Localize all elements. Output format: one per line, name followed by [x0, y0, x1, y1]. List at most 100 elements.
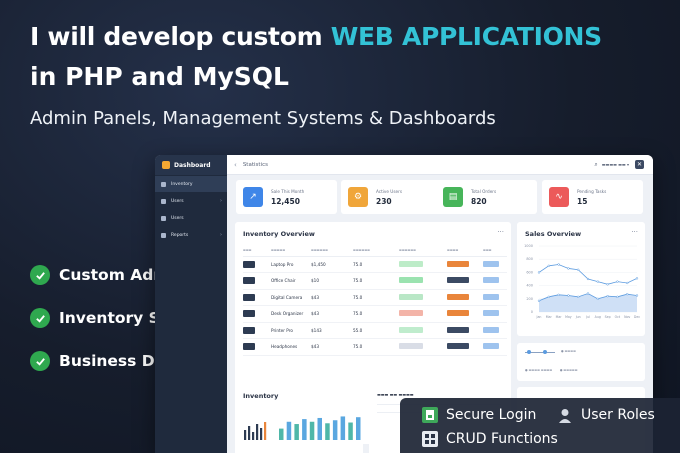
more-icon[interactable]: ··· — [631, 228, 638, 236]
inventory-table: ▬▬▬▬▬▬▬▬▬▬▬▬▬▬▬▬▬▬▬▬▬▬▬▬▬▬▬▬▬▬▬▬▬ Laptop… — [243, 244, 507, 356]
product-score: 75.0 — [353, 338, 399, 356]
bar — [340, 416, 346, 440]
data-point — [616, 280, 619, 283]
mini-bar — [252, 432, 255, 440]
legend-dot — [543, 350, 547, 354]
bar — [317, 417, 322, 440]
data-point — [557, 293, 560, 296]
x-tick-label: Jan — [536, 315, 542, 319]
sidebar-item-users[interactable]: Users › — [155, 193, 227, 209]
overlay-item-secure-login: Secure Login — [422, 407, 536, 423]
status-badge[interactable] — [399, 277, 423, 284]
bar — [356, 417, 361, 440]
product-name: Laptop Pro — [271, 256, 311, 273]
action-badge[interactable] — [447, 326, 469, 333]
avatar[interactable]: ✕ — [635, 160, 644, 169]
data-point — [547, 295, 550, 298]
x-tick-label: Nov — [624, 315, 630, 319]
detail-badge[interactable] — [483, 343, 499, 350]
y-tick-label: 800 — [526, 257, 533, 261]
sidebar-title: Dashboard — [174, 161, 211, 169]
product-price: $43 — [311, 305, 353, 323]
bar — [279, 428, 284, 440]
data-point — [537, 299, 541, 302]
sidebar-header[interactable]: Dashboard — [155, 155, 227, 175]
data-point — [606, 283, 609, 286]
product-thumbnail — [243, 310, 255, 318]
detail-badge[interactable] — [483, 260, 499, 267]
x-tick-label: May — [565, 315, 572, 319]
logo-icon — [162, 161, 170, 169]
reports-icon — [161, 232, 166, 238]
check-icon — [30, 308, 50, 328]
status-badge[interactable] — [399, 326, 423, 333]
action-badge[interactable] — [447, 293, 469, 300]
sidebar-item-users-2[interactable]: Users — [155, 210, 227, 226]
x-tick-label: Dec — [634, 315, 640, 319]
action-badge[interactable] — [447, 277, 469, 284]
x-tick-label: Mar — [556, 315, 563, 319]
overlay-item-crud: CRUD Functions — [422, 431, 558, 447]
product-thumbnail — [243, 277, 255, 285]
legend-dot — [527, 350, 531, 354]
action-badge[interactable] — [447, 260, 469, 267]
status-badge[interactable] — [399, 293, 423, 300]
product-price: $10 — [311, 272, 353, 290]
status-badge[interactable] — [399, 260, 423, 267]
more-icon[interactable]: ··· — [497, 228, 504, 236]
check-icon — [30, 265, 50, 285]
product-name: Digital Camera — [271, 289, 311, 306]
pulse-icon: ∿ — [549, 187, 569, 207]
file-lock-icon — [422, 407, 438, 423]
legend-line — [525, 352, 555, 353]
sidebar-item-inventory[interactable]: Inventory — [155, 176, 227, 192]
detail-badge[interactable] — [483, 277, 499, 284]
mini-bar — [260, 428, 263, 440]
data-point — [635, 277, 639, 280]
user-icon — [557, 407, 573, 423]
mini-bar — [264, 422, 267, 440]
data-point — [635, 294, 639, 297]
bar — [294, 424, 299, 440]
product-score: 75.0 — [353, 272, 399, 290]
y-tick-label: 0 — [531, 310, 533, 314]
data-point — [567, 267, 570, 270]
page-title: Statistics — [242, 161, 268, 168]
detail-badge[interactable] — [483, 293, 499, 300]
inventory-icon — [161, 181, 166, 187]
detail-badge[interactable] — [483, 326, 499, 333]
detail-badge[interactable] — [483, 310, 499, 317]
product-name: Printer Pro — [271, 322, 311, 339]
bar — [325, 423, 330, 440]
sidebar-item-reports[interactable]: Reports › — [155, 227, 227, 243]
series-area — [539, 293, 637, 312]
back-icon[interactable]: ‹ — [234, 160, 237, 169]
status-badge[interactable] — [399, 310, 423, 317]
x-tick-label: Sep — [605, 315, 611, 319]
user-menu-text[interactable]: ▬▬▬▬ ▬▬ ▾ — [601, 162, 629, 167]
data-point — [577, 268, 580, 271]
status-badge[interactable] — [399, 343, 423, 350]
feature-overlay: Secure Login User Roles CRUD Functions — [400, 398, 680, 453]
data-point — [537, 271, 541, 274]
action-badge[interactable] — [447, 310, 469, 317]
data-point — [547, 264, 550, 267]
action-badge[interactable] — [447, 343, 469, 350]
sidebar: Dashboard Inventory Users › Users Report… — [155, 155, 227, 453]
chart-legend-card: ● ▬▬▬▬ ● ▬▬▬▬ ▬▬▬▬ ● ▬▬▬▬▬ — [517, 343, 645, 381]
data-point — [616, 295, 619, 298]
data-point — [626, 293, 629, 296]
search-icon[interactable]: ⌕ — [594, 160, 598, 168]
